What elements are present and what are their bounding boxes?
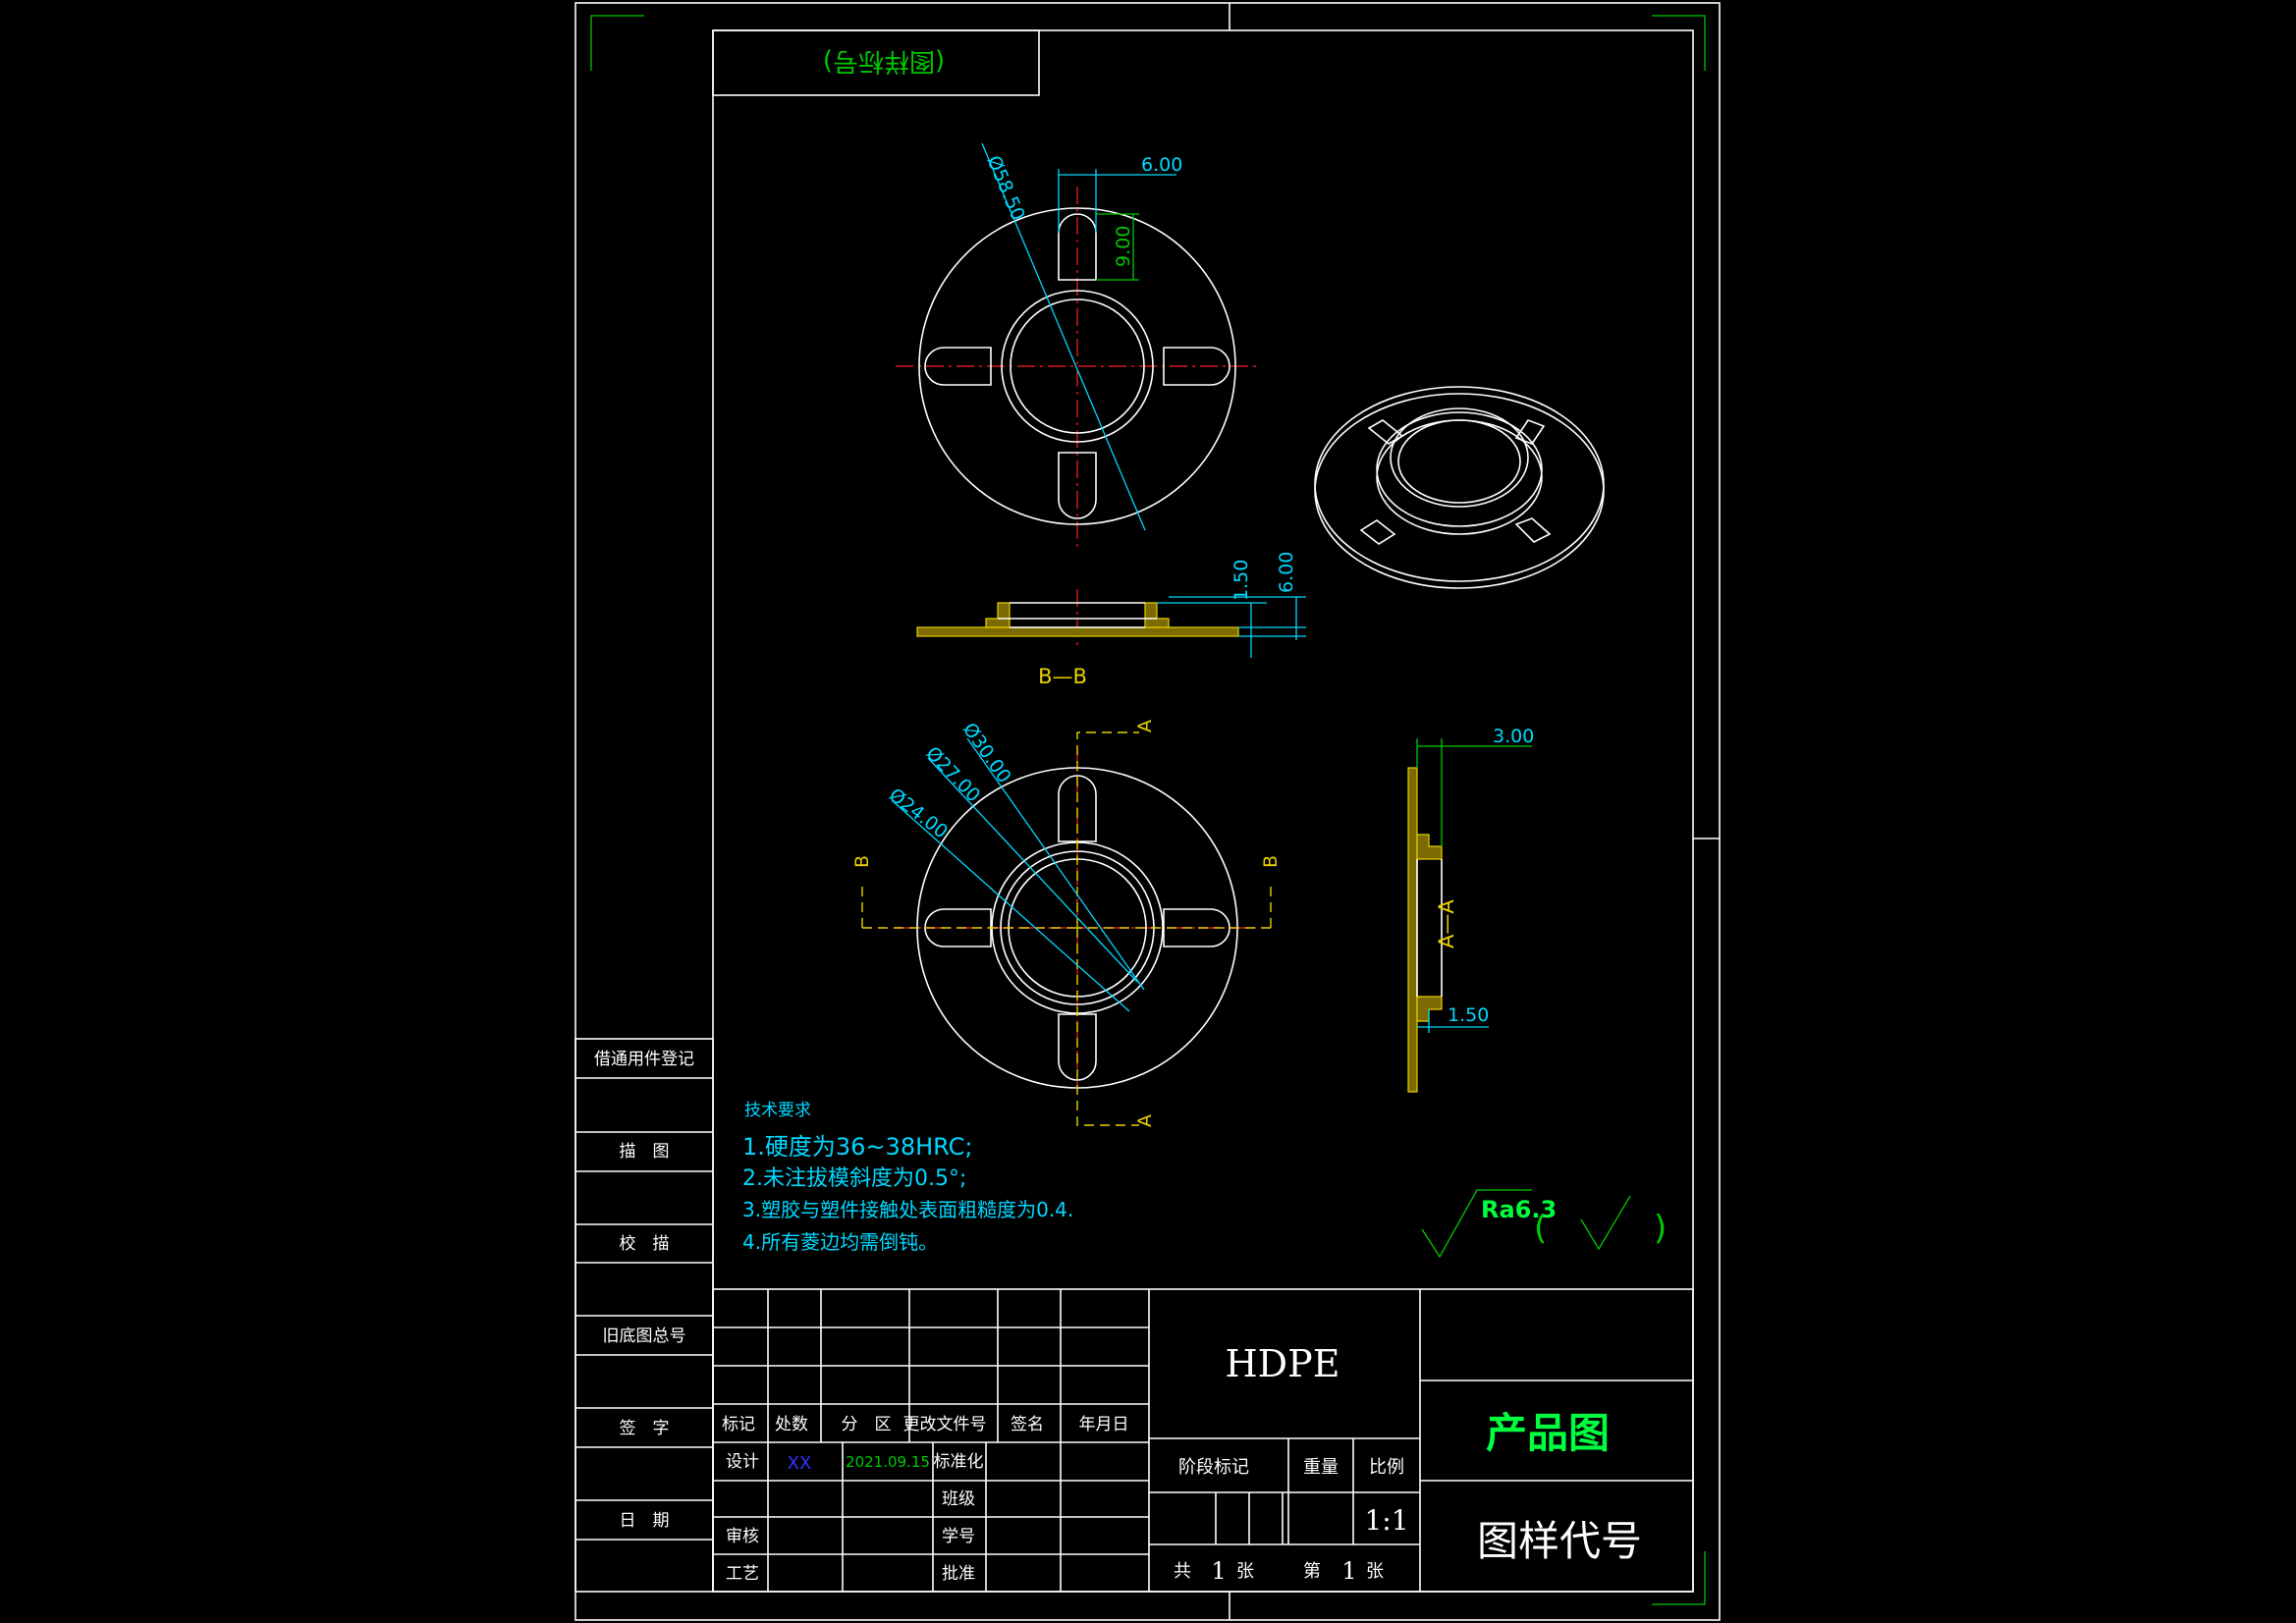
tb-count-header: 处数 bbox=[775, 1415, 808, 1434]
tb-design-date: 2021.09.15 bbox=[846, 1453, 930, 1471]
dim-6-top: 6.00 bbox=[1141, 154, 1182, 176]
isometric-view bbox=[1314, 386, 1605, 589]
tb-design-label: 设计 bbox=[726, 1452, 759, 1472]
tb-product-title: 产品图 bbox=[1486, 1409, 1610, 1457]
tb-date-header: 年月日 bbox=[1079, 1415, 1129, 1434]
tb-student-label: 学号 bbox=[942, 1527, 975, 1546]
header-label: (图样标号) bbox=[823, 46, 945, 76]
tb-sheet-count: 1 bbox=[1341, 1557, 1356, 1585]
tb-zone-header: 分 区 bbox=[842, 1415, 892, 1434]
tb-process-label: 工艺 bbox=[726, 1564, 759, 1584]
tb-mark-header: 标记 bbox=[722, 1415, 755, 1434]
tech-line-1: 1.硬度为36~38HRC; bbox=[742, 1133, 972, 1161]
side-check-label: 校 描 bbox=[620, 1234, 670, 1254]
tech-line-4: 4.所有菱边均需倒钝。 bbox=[742, 1230, 938, 1254]
tb-stage-label: 阶段标记 bbox=[1178, 1457, 1249, 1478]
tb-material: HDPE bbox=[1226, 1342, 1340, 1385]
dim-9: 9.00 bbox=[1113, 226, 1134, 267]
tb-total-count: 1 bbox=[1211, 1557, 1226, 1585]
side-date-label: 日 期 bbox=[620, 1511, 670, 1531]
side-sign-label: 签 字 bbox=[620, 1419, 670, 1438]
side-reg-label: 借通用件登记 bbox=[594, 1050, 694, 1069]
tb-weight-label: 重量 bbox=[1303, 1457, 1339, 1478]
label-section-bb: B—B bbox=[1038, 665, 1087, 688]
label-a-bottom: A bbox=[1134, 1114, 1156, 1127]
label-b-left: B bbox=[851, 855, 873, 868]
tech-line-2: 2.未注拔模斜度为0.5°; bbox=[742, 1166, 966, 1191]
roughness-symbol: Ra6.3 ( ) bbox=[1421, 1189, 1667, 1259]
tb-total-unit: 张 bbox=[1236, 1561, 1254, 1582]
tech-line-3: 3.塑胶与塑件接触处表面粗糙度为0.4. bbox=[742, 1198, 1073, 1221]
section-aa: 3.00 1.50 A—A bbox=[1407, 726, 1534, 1093]
tb-designer: XX bbox=[788, 1453, 812, 1474]
roughness-value: Ra6.3 bbox=[1481, 1196, 1557, 1223]
roughness-close: ) bbox=[1654, 1209, 1667, 1248]
section-bb: 1.50 6.00 B—B bbox=[916, 552, 1306, 688]
label-a-top: A bbox=[1134, 720, 1156, 732]
tb-drawing-no: 图样代号 bbox=[1477, 1517, 1642, 1565]
tb-sign-header: 签名 bbox=[1011, 1415, 1044, 1434]
tb-doc-header: 更改文件号 bbox=[903, 1415, 987, 1434]
side-trace-label: 描 图 bbox=[620, 1142, 670, 1162]
tb-scale-label: 比例 bbox=[1369, 1457, 1404, 1478]
tb-sheet-label: 第 bbox=[1303, 1561, 1321, 1582]
dim-6-v: 6.00 bbox=[1276, 552, 1297, 593]
label-section-aa: A—A bbox=[1435, 899, 1458, 948]
side-oldno-label: 旧底图总号 bbox=[603, 1326, 686, 1346]
tech-title: 技术要求 bbox=[744, 1101, 811, 1120]
tb-approve-label: 批准 bbox=[942, 1564, 975, 1584]
roughness-open: ( bbox=[1534, 1209, 1547, 1248]
label-b-right: B bbox=[1260, 855, 1282, 868]
tb-review-label: 审核 bbox=[726, 1527, 759, 1546]
tb-sheet-unit: 张 bbox=[1366, 1561, 1384, 1582]
dim-3: 3.00 bbox=[1493, 726, 1534, 747]
dim-1-5-h: 1.50 bbox=[1448, 1004, 1489, 1026]
drawing-number-header: (图样标号) bbox=[712, 29, 1040, 96]
dim-1-5-v: 1.50 bbox=[1230, 560, 1252, 601]
tb-total-label: 共 bbox=[1174, 1561, 1191, 1582]
tb-class-label: 班级 bbox=[942, 1489, 975, 1509]
tb-scale-value: 1:1 bbox=[1364, 1504, 1408, 1537]
title-block: 标记 处数 分 区 更改文件号 签名 年月日 设计 XX 2021.09.15 … bbox=[712, 1288, 1694, 1593]
technical-requirements: 技术要求 1.硬度为36~38HRC; 2.未注拔模斜度为0.5°; 3.塑胶与… bbox=[742, 1101, 1073, 1254]
tb-standard-label: 标准化 bbox=[934, 1452, 984, 1472]
